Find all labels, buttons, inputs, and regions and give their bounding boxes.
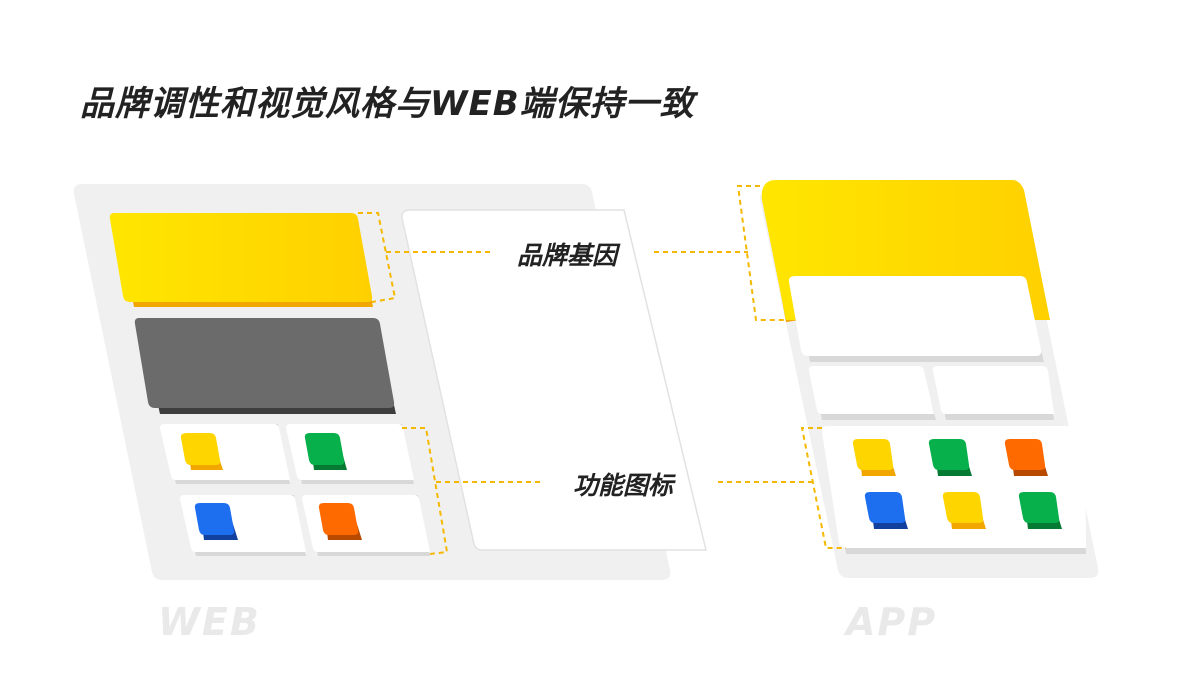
orange-icon — [1004, 439, 1046, 470]
green-icon — [1018, 492, 1060, 523]
yellow-icon — [852, 439, 894, 470]
app-mockup — [736, 180, 1099, 578]
web-brand-banner — [109, 213, 373, 302]
page-title: 品牌调性和视觉风格与WEB端保持一致 — [80, 84, 695, 124]
web-platform-label: WEB — [158, 600, 261, 644]
yellow-icon — [942, 492, 984, 523]
web-card — [160, 424, 290, 480]
orange-icon — [318, 503, 359, 535]
web-dark-panel — [134, 318, 395, 408]
blue-icon — [864, 492, 906, 523]
web-brand-bracket — [358, 212, 397, 303]
app-icons-bracket — [800, 427, 846, 549]
app-card-small — [932, 366, 1054, 414]
app-platform-label: APP — [846, 600, 938, 644]
yellow-icon — [180, 433, 221, 465]
web-card — [286, 424, 414, 480]
content-sheet — [401, 209, 707, 551]
green-icon — [304, 433, 345, 465]
blue-icon — [194, 503, 235, 535]
feature-icons-label: 功能图标 — [567, 466, 680, 502]
app-card-small — [808, 366, 934, 414]
app-card-large — [788, 276, 1042, 356]
green-icon — [928, 439, 970, 470]
web-icons-bracket — [402, 427, 449, 555]
app-brand-bracket — [736, 185, 788, 321]
brand-gene-label: 品牌基因 — [511, 236, 624, 272]
